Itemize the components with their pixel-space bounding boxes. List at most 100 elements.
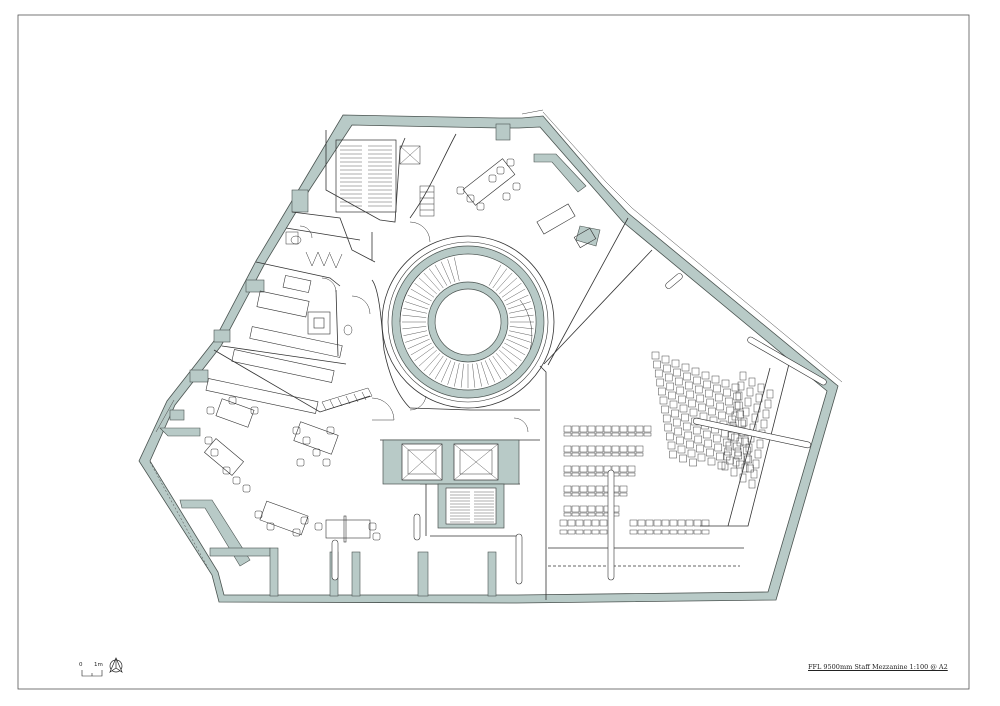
seat xyxy=(599,529,608,535)
seat xyxy=(748,479,756,489)
seat xyxy=(731,383,740,392)
seat xyxy=(563,512,572,517)
exterior-walls xyxy=(138,114,839,604)
seat xyxy=(587,445,596,453)
seat xyxy=(696,394,705,403)
seat xyxy=(694,435,703,444)
seat xyxy=(645,529,654,535)
chair xyxy=(476,202,485,211)
chair xyxy=(368,522,377,531)
seat xyxy=(611,425,620,433)
seat xyxy=(677,519,686,527)
seat xyxy=(627,472,636,477)
seat xyxy=(627,425,636,433)
seat xyxy=(683,372,691,381)
chair xyxy=(496,166,505,175)
seat xyxy=(744,455,753,464)
seat xyxy=(685,529,694,535)
seat xyxy=(563,492,572,497)
seat xyxy=(703,380,711,389)
seat xyxy=(637,529,646,535)
seat xyxy=(567,519,576,527)
seat xyxy=(587,492,596,497)
wall-stub xyxy=(269,547,279,597)
seat xyxy=(571,425,580,433)
seat xyxy=(679,454,687,463)
core-stair-treads xyxy=(450,491,494,523)
sheet-border xyxy=(17,14,970,690)
lecture-seating xyxy=(559,351,774,535)
seat xyxy=(688,399,696,408)
scale-bar-end-label: 1m xyxy=(94,662,103,668)
seat xyxy=(643,432,652,437)
seat xyxy=(627,465,636,473)
chair xyxy=(326,426,335,435)
chairs xyxy=(204,158,521,541)
seat xyxy=(587,485,596,493)
seat xyxy=(587,465,596,473)
seat xyxy=(559,529,568,535)
scale-bar xyxy=(81,670,103,677)
seat xyxy=(677,445,686,454)
seat xyxy=(611,445,620,453)
seat xyxy=(727,431,735,441)
seat xyxy=(595,512,604,517)
seat xyxy=(724,447,733,456)
seat xyxy=(674,377,683,386)
seat xyxy=(595,505,604,513)
seat xyxy=(635,432,644,437)
seat xyxy=(713,384,721,393)
chair xyxy=(512,182,521,191)
chair xyxy=(222,466,231,475)
seat xyxy=(663,364,671,373)
seat xyxy=(730,467,738,477)
seat xyxy=(681,413,689,422)
seat xyxy=(563,505,572,513)
seat xyxy=(733,401,741,411)
seat xyxy=(760,419,768,429)
seat xyxy=(627,432,636,437)
seat xyxy=(755,393,763,403)
seat xyxy=(611,432,620,437)
seat xyxy=(718,411,726,420)
seat xyxy=(603,452,612,457)
seat xyxy=(591,519,600,527)
seat xyxy=(579,425,588,433)
seat xyxy=(575,529,584,535)
chair xyxy=(292,426,301,435)
rotunda-core-wall xyxy=(427,281,509,363)
seat xyxy=(595,492,604,497)
seat xyxy=(726,406,735,415)
seat xyxy=(677,529,686,535)
seat xyxy=(627,445,636,453)
seat xyxy=(563,452,572,457)
seat xyxy=(746,387,754,397)
seat xyxy=(732,457,740,467)
seat xyxy=(595,452,604,457)
seat xyxy=(736,410,745,419)
seat xyxy=(664,373,673,382)
chair xyxy=(502,192,511,201)
seat xyxy=(662,414,671,423)
seat xyxy=(697,453,706,462)
seat xyxy=(595,432,604,437)
chair xyxy=(322,458,331,467)
seat xyxy=(635,452,644,457)
seat xyxy=(571,492,580,497)
seat xyxy=(669,400,678,409)
seat xyxy=(587,505,596,513)
chair xyxy=(204,436,213,445)
parapet-lines xyxy=(149,109,843,569)
seat xyxy=(571,512,580,517)
chair xyxy=(372,532,381,541)
seat xyxy=(752,459,760,469)
drawing-title: FFL 9500mm Staff Mezzanine 1:100 @ A2 xyxy=(808,663,948,671)
chair xyxy=(232,476,241,485)
upper-stair xyxy=(335,139,421,213)
chair xyxy=(456,186,465,195)
seat xyxy=(666,432,674,441)
seat xyxy=(587,425,596,433)
seat xyxy=(676,436,684,445)
seat xyxy=(571,452,580,457)
seat xyxy=(571,432,580,437)
